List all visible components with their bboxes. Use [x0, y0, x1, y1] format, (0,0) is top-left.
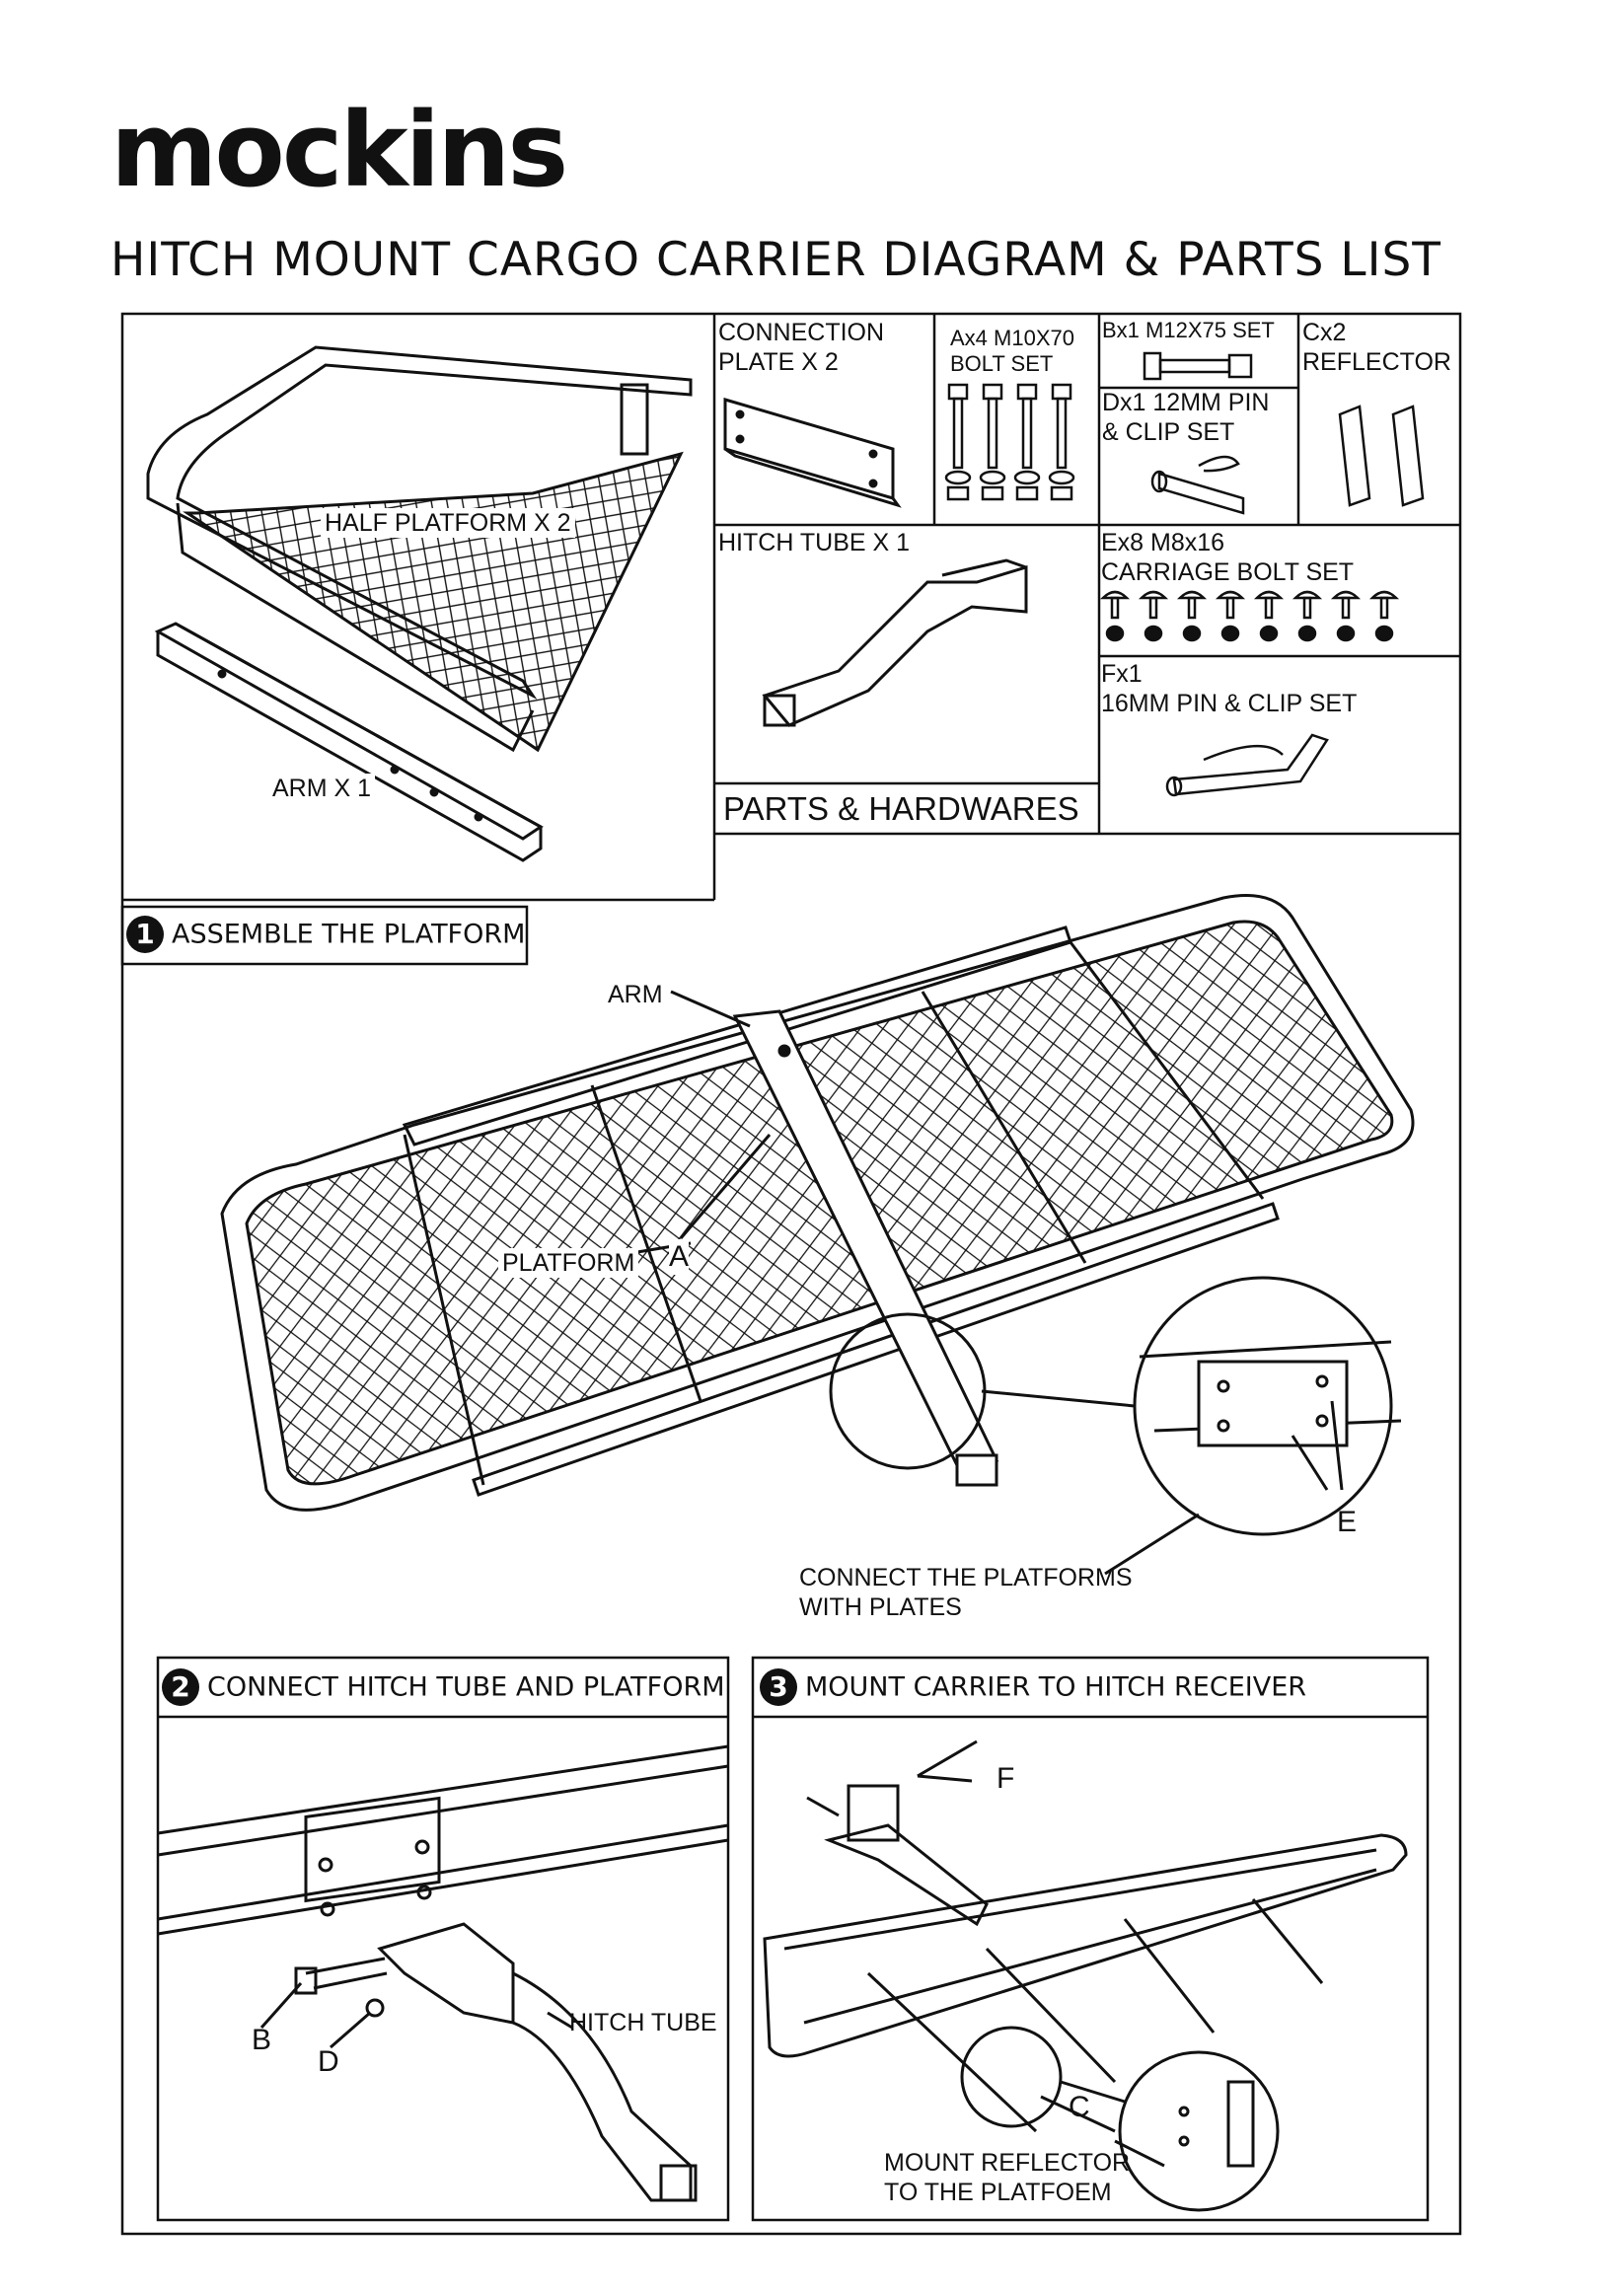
callout-d: D — [318, 2045, 339, 2078]
step-1-number: 1 — [126, 916, 164, 953]
callout-f: F — [997, 1762, 1015, 1795]
reflector-label-line1: Cx2 — [1302, 319, 1347, 346]
pin-f-label-line2: 16MM PIN & CLIP SET — [1101, 690, 1358, 717]
page-title: HITCH MOUNT CARGO CARRIER DIAGRAM & PART… — [111, 233, 1442, 287]
half-platform-label: HALF PLATFORM X 2 — [321, 508, 575, 538]
bolt-set-a-label-line2: BOLT SET — [950, 351, 1054, 377]
callout-e: E — [1337, 1506, 1358, 1538]
half-platform-illustration — [146, 345, 693, 753]
connection-plate-label: CONNECTION PLATE X 2 — [718, 318, 884, 377]
callout-hitch-tube: HITCH TUBE — [569, 2009, 717, 2036]
bolt-b-illustration — [1143, 351, 1253, 381]
step-3-number: 3 — [760, 1668, 797, 1706]
pin-d-label-line2: & CLIP SET — [1102, 418, 1235, 446]
carriage-bolt-label-line1: Ex8 M8x16 — [1101, 529, 1225, 556]
arm-illustration — [154, 622, 544, 862]
callout-reflector-line2: TO THE PLATFOEM — [884, 2179, 1112, 2206]
hitch-tube-connection-illustration — [157, 1744, 729, 2202]
pin-d-label-line1: Dx1 12MM PIN — [1102, 389, 1270, 416]
arm-label: ARM X 1 — [268, 774, 376, 803]
pin-f-label: Fx1 16MM PIN & CLIP SET — [1101, 659, 1357, 718]
callout-connect-platforms: CONNECT THE PLATFORMS WITH PLATES — [799, 1563, 1133, 1622]
pin-f-label-line1: Fx1 — [1101, 660, 1143, 688]
bolt-set-a-label-line1: Ax4 M10X70 — [950, 326, 1074, 350]
callout-b: B — [252, 2024, 272, 2056]
callout-connect-line1: CONNECT THE PLATFORMS — [799, 1564, 1133, 1591]
brand-logo: mockins — [111, 90, 568, 210]
callout-arm: ARM — [608, 981, 663, 1008]
callout-reflector-line1: MOUNT REFLECTOR — [884, 2149, 1131, 2177]
reflector-label: Cx2 REFLECTOR — [1302, 318, 1451, 377]
connection-plate-label-line2: PLATE X 2 — [718, 348, 839, 376]
page-frame — [120, 312, 1462, 2236]
callout-c: C — [1069, 2091, 1090, 2123]
reflector-label-line2: REFLECTOR — [1302, 348, 1451, 376]
callout-mount-reflector: MOUNT REFLECTOR TO THE PLATFOEM — [884, 2148, 1130, 2207]
step-1-label: ASSEMBLE THE PLATFORM — [172, 919, 526, 950]
bolt-b-label: Bx1 M12X75 SET — [1102, 318, 1275, 342]
parts-section-title: PARTS & HARDWARES — [723, 790, 1079, 827]
step-2-label: CONNECT HITCH TUBE AND PLATFORM — [207, 1671, 725, 1703]
hitch-tube-label: HITCH TUBE X 1 — [718, 529, 911, 556]
connection-plate-illustration — [723, 397, 902, 508]
callout-a: A — [669, 1239, 690, 1275]
pin-f-illustration — [1165, 733, 1329, 797]
bolt-set-a-label: Ax4 M10X70 BOLT SET — [950, 326, 1074, 378]
step-3-label: MOUNT CARRIER TO HITCH RECEIVER — [805, 1671, 1307, 1703]
step-1-heading: 1 ASSEMBLE THE PLATFORM — [126, 916, 525, 953]
carriage-bolt-label: Ex8 M8x16 CARRIAGE BOLT SET — [1101, 528, 1354, 587]
assembled-platform-illustration — [220, 894, 1415, 1576]
step-2-number: 2 — [162, 1668, 199, 1706]
callout-platform: PLATFORM — [498, 1248, 639, 1278]
reflector-illustration — [1338, 405, 1425, 507]
bolt-set-a-illustration — [944, 383, 1075, 501]
pin-d-label: Dx1 12MM PIN & CLIP SET — [1102, 388, 1269, 447]
mount-carrier-illustration — [763, 1739, 1408, 2212]
carriage-bolt-illustration — [1099, 590, 1400, 642]
carriage-bolt-label-line2: CARRIAGE BOLT SET — [1101, 558, 1355, 586]
connection-plate-label-line1: CONNECTION — [718, 319, 885, 346]
callout-connect-line2: WITH PLATES — [799, 1593, 962, 1621]
pin-d-illustration — [1150, 455, 1245, 515]
hitch-tube-illustration — [762, 558, 1028, 727]
